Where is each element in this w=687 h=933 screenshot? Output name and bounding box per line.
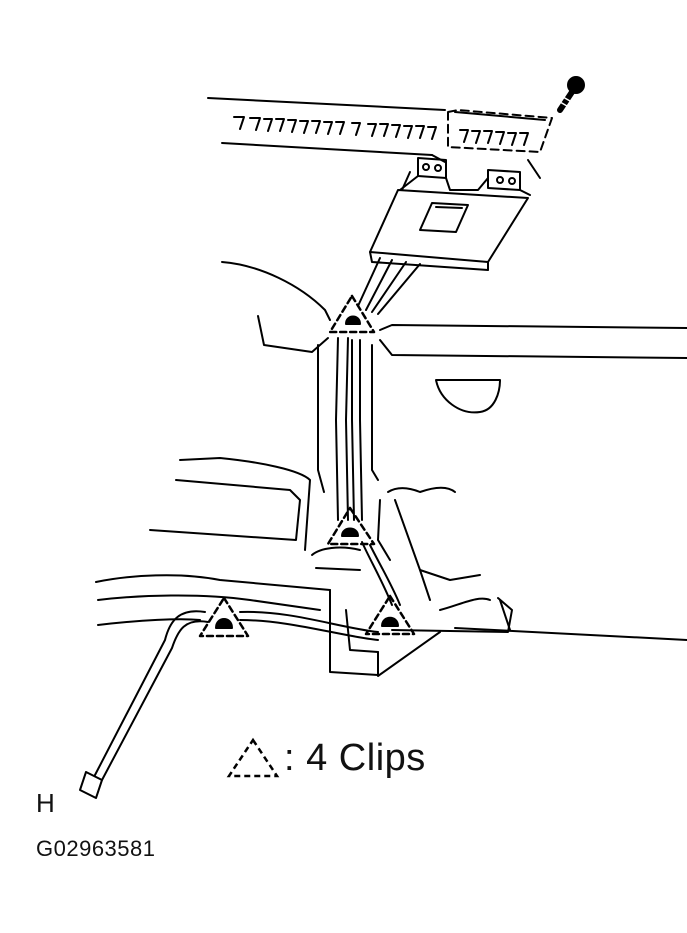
clip-callout-4 (364, 594, 416, 636)
dashed-triangle-icon (226, 737, 280, 778)
body-panels (95, 261, 687, 677)
roof-rail (207, 97, 553, 179)
module-bracket (369, 157, 531, 271)
clip-callout-2 (326, 506, 376, 546)
corner-letter: H (36, 788, 55, 818)
legend-text: : 4 Clips (284, 736, 426, 779)
figure-id: G02963581 (36, 836, 156, 861)
clip-callout-1 (328, 294, 376, 334)
legend: : 4 Clips (226, 735, 426, 781)
screw-icon (557, 76, 585, 113)
clip-callout-3 (198, 596, 250, 638)
wire-harness (79, 257, 421, 799)
